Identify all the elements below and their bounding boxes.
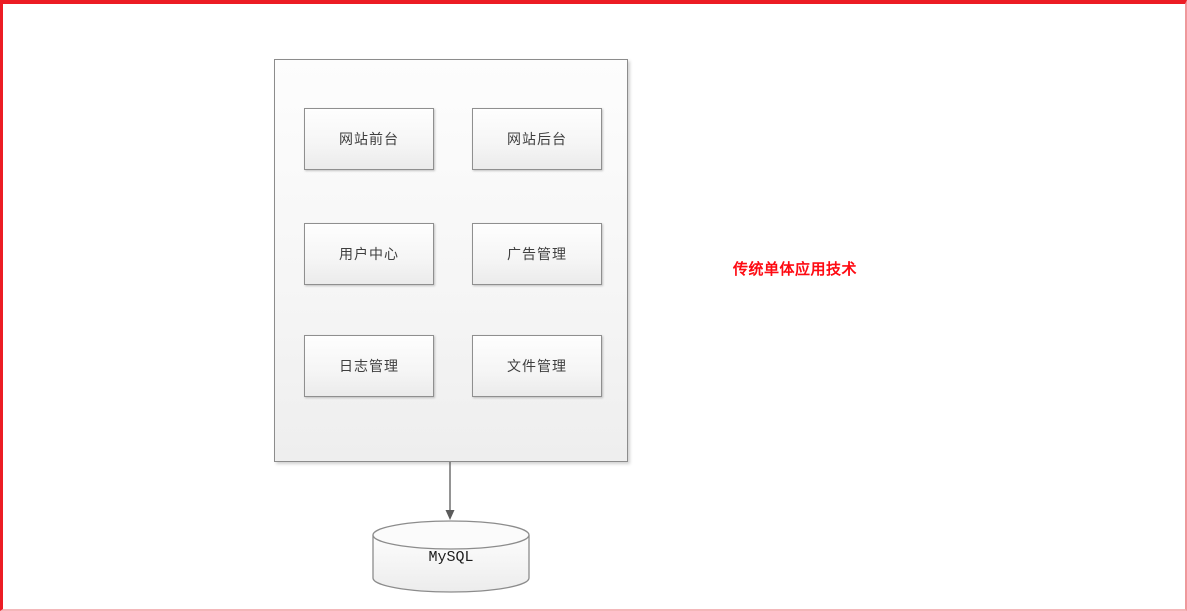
module-label: 日志管理 — [339, 358, 399, 374]
module-label: 用户中心 — [339, 246, 399, 262]
module-label: 广告管理 — [507, 246, 567, 262]
database-label: MySQL — [428, 549, 474, 566]
database-cylinder-icon — [372, 520, 530, 593]
arrow-down-icon — [445, 462, 455, 520]
module-box-ad-management: 广告管理 — [472, 223, 602, 285]
module-box-website-frontend: 网站前台 — [304, 108, 434, 170]
module-box-user-center: 用户中心 — [304, 223, 434, 285]
module-box-file-management: 文件管理 — [472, 335, 602, 397]
module-label: 网站前台 — [339, 131, 399, 147]
module-label: 网站后台 — [507, 131, 567, 147]
monolith-container: 网站前台 网站后台 用户中心 广告管理 日志管理 文件管理 — [274, 59, 628, 462]
module-box-website-backend: 网站后台 — [472, 108, 602, 170]
module-box-log-management: 日志管理 — [304, 335, 434, 397]
module-label: 文件管理 — [507, 358, 567, 374]
database-cylinder: MySQL — [372, 519, 530, 594]
annotation-text: 传统单体应用技术 — [733, 261, 858, 278]
